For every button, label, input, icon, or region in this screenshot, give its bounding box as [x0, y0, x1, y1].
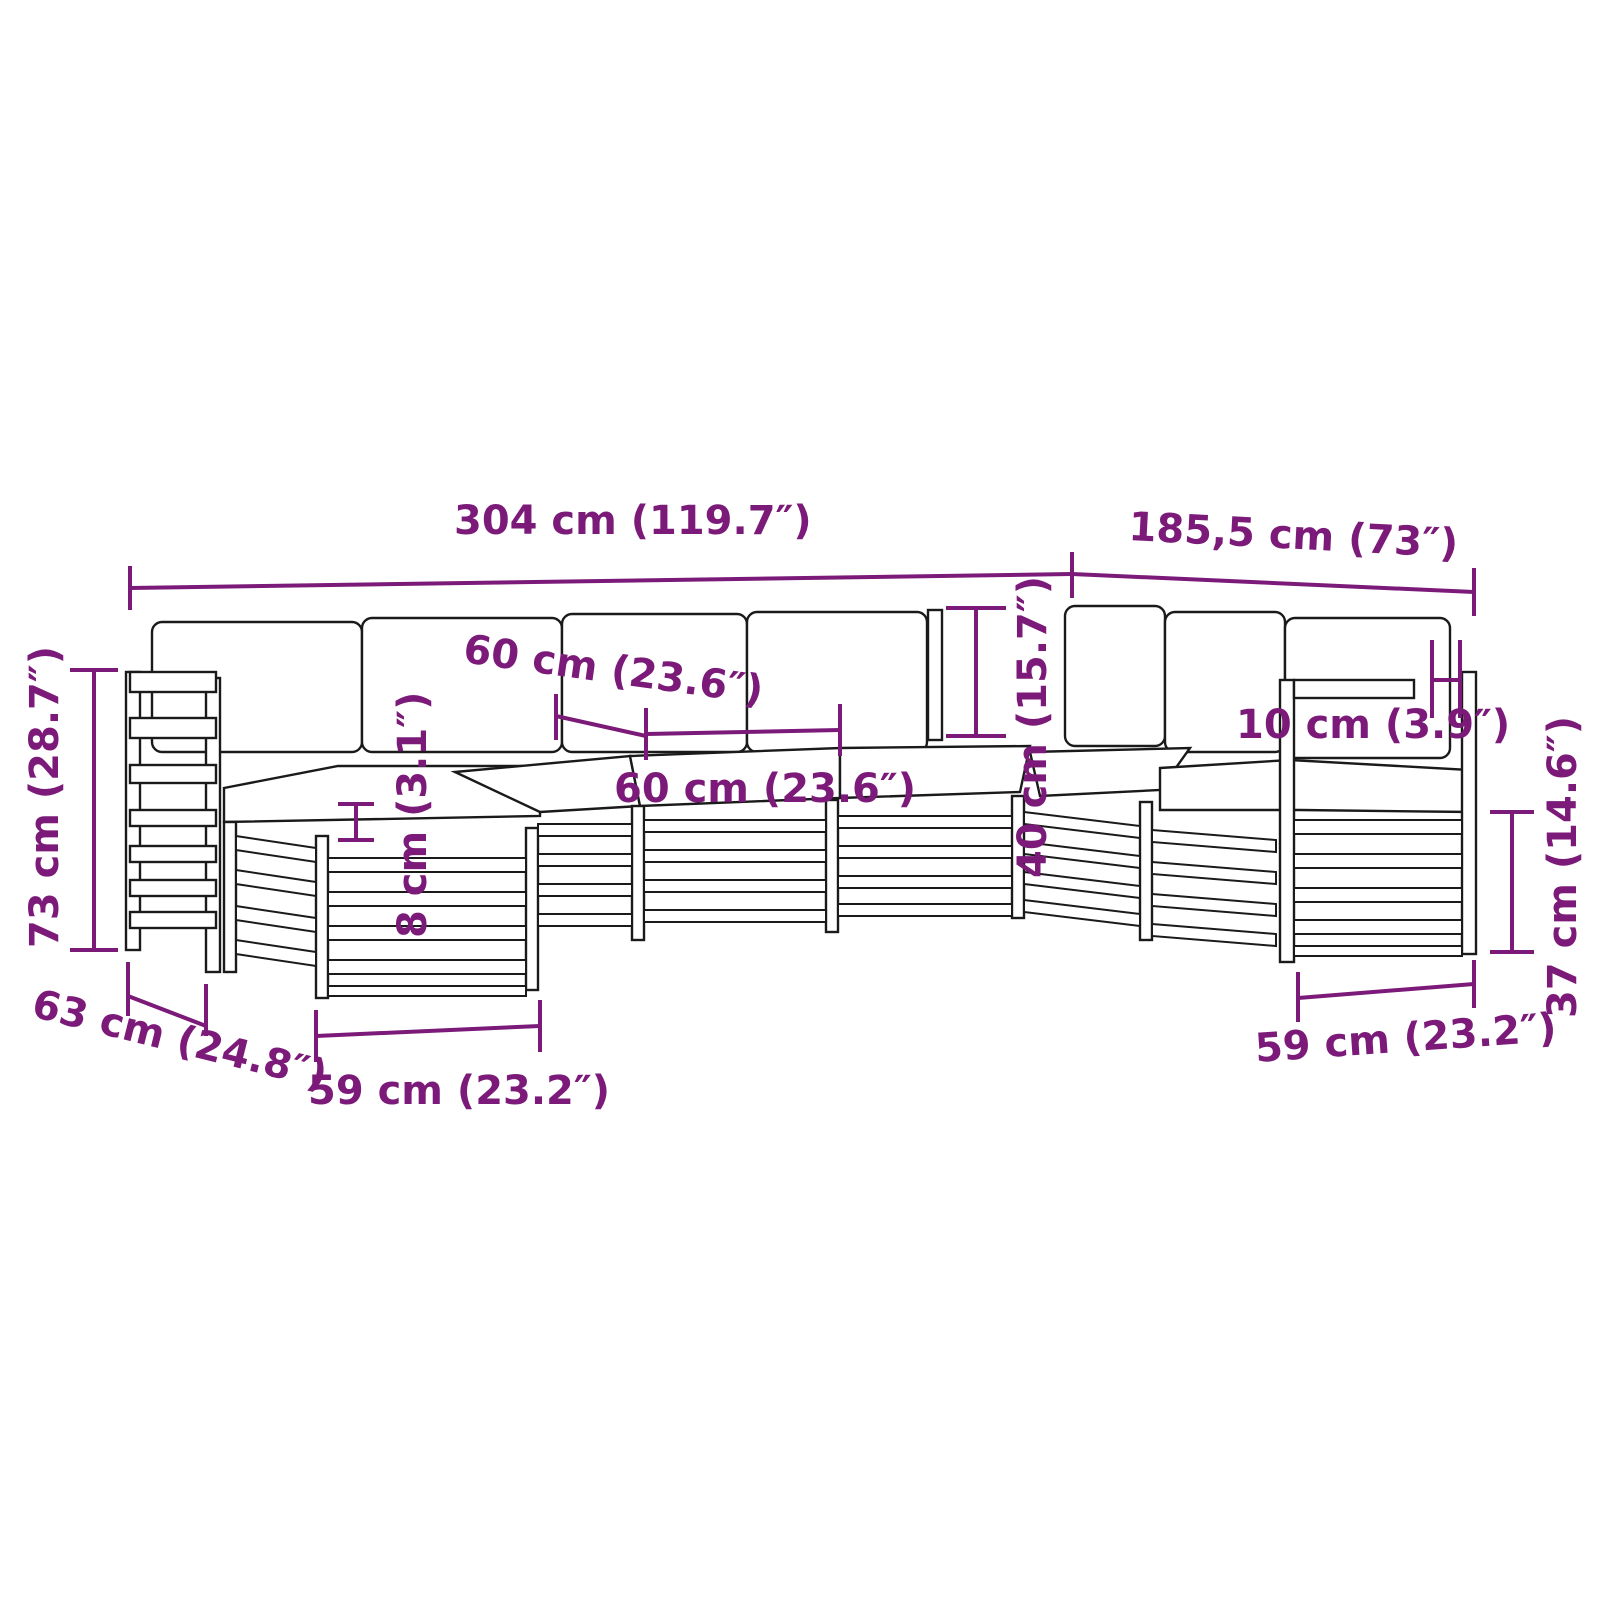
cushion-thickness-label: 8 cm (3.1″)	[390, 692, 436, 938]
side-depth-label: 185,5 cm (73″)	[1127, 504, 1459, 567]
seat-cushions	[222, 744, 1472, 824]
height-total-label: 73 cm (28.7″)	[22, 646, 68, 948]
seat-height-label: 37 cm (14.6″)	[1540, 716, 1586, 1018]
left-armrest	[124, 670, 222, 974]
right-modules	[1023, 800, 1277, 948]
back-height-label: 40 cm (15.7″)	[1010, 576, 1056, 878]
armrest-width-label: 10 cm (3.9″)	[1236, 702, 1510, 748]
seat-width-label: 60 cm (23.6″)	[614, 766, 916, 812]
sofa-set-drawing	[124, 604, 1478, 1000]
middle-modules	[537, 794, 1026, 942]
front-left-module	[222, 820, 540, 1000]
module-width-left-label: 59 cm (23.2″)	[308, 1068, 610, 1114]
total-width-label: 304 cm (119.7″)	[454, 498, 812, 544]
armrest-depth-label: 63 cm (24.8″)	[28, 981, 332, 1099]
dimension-lines	[70, 552, 1534, 1062]
right-armrest	[1278, 670, 1478, 964]
corner-back-post	[926, 608, 944, 742]
